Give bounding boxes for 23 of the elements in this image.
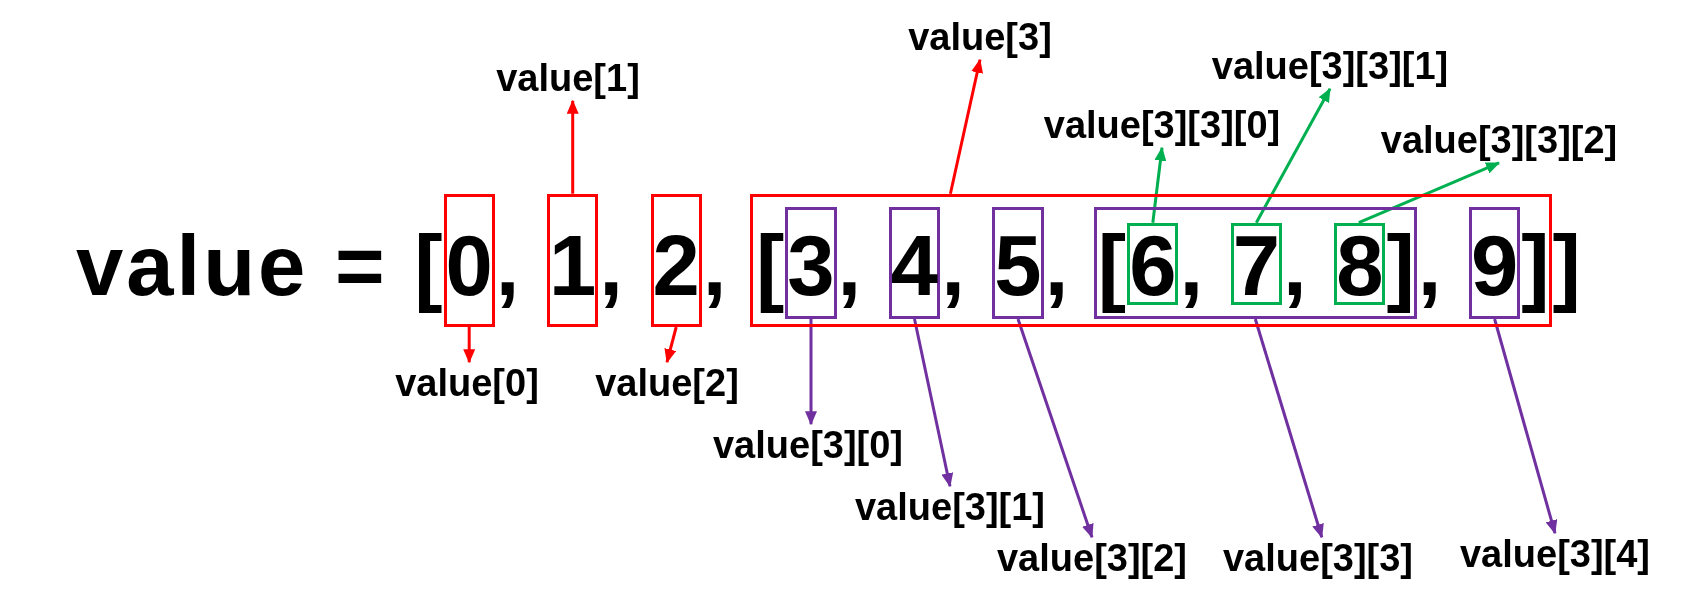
index-label: value[3][3][2] — [1380, 119, 1618, 163]
index-label: value[3][3] — [1222, 537, 1414, 581]
index-label: value[3][1] — [854, 486, 1046, 530]
arrow — [1493, 318, 1558, 535]
index-label: value[3] — [908, 16, 1052, 60]
arrow — [805, 319, 817, 426]
index-label: value[0] — [395, 362, 539, 406]
arrow — [1016, 318, 1094, 539]
arrow — [664, 326, 678, 364]
arrow — [1151, 146, 1167, 223]
index-label: value[1] — [496, 57, 640, 101]
arrow — [948, 58, 984, 195]
arrow — [1255, 87, 1332, 224]
index-label: value[3][3][0] — [1043, 104, 1281, 148]
arrow — [913, 318, 954, 488]
arrow — [566, 99, 579, 194]
index-label: value[3][0] — [712, 424, 904, 468]
index-label: value[2] — [595, 362, 739, 406]
arrow — [463, 327, 476, 364]
arrow — [1253, 318, 1324, 539]
index-label: value[3][3][1] — [1211, 45, 1449, 89]
index-label: value[3][4] — [1459, 533, 1651, 577]
index-label: value[3][2] — [996, 537, 1188, 581]
